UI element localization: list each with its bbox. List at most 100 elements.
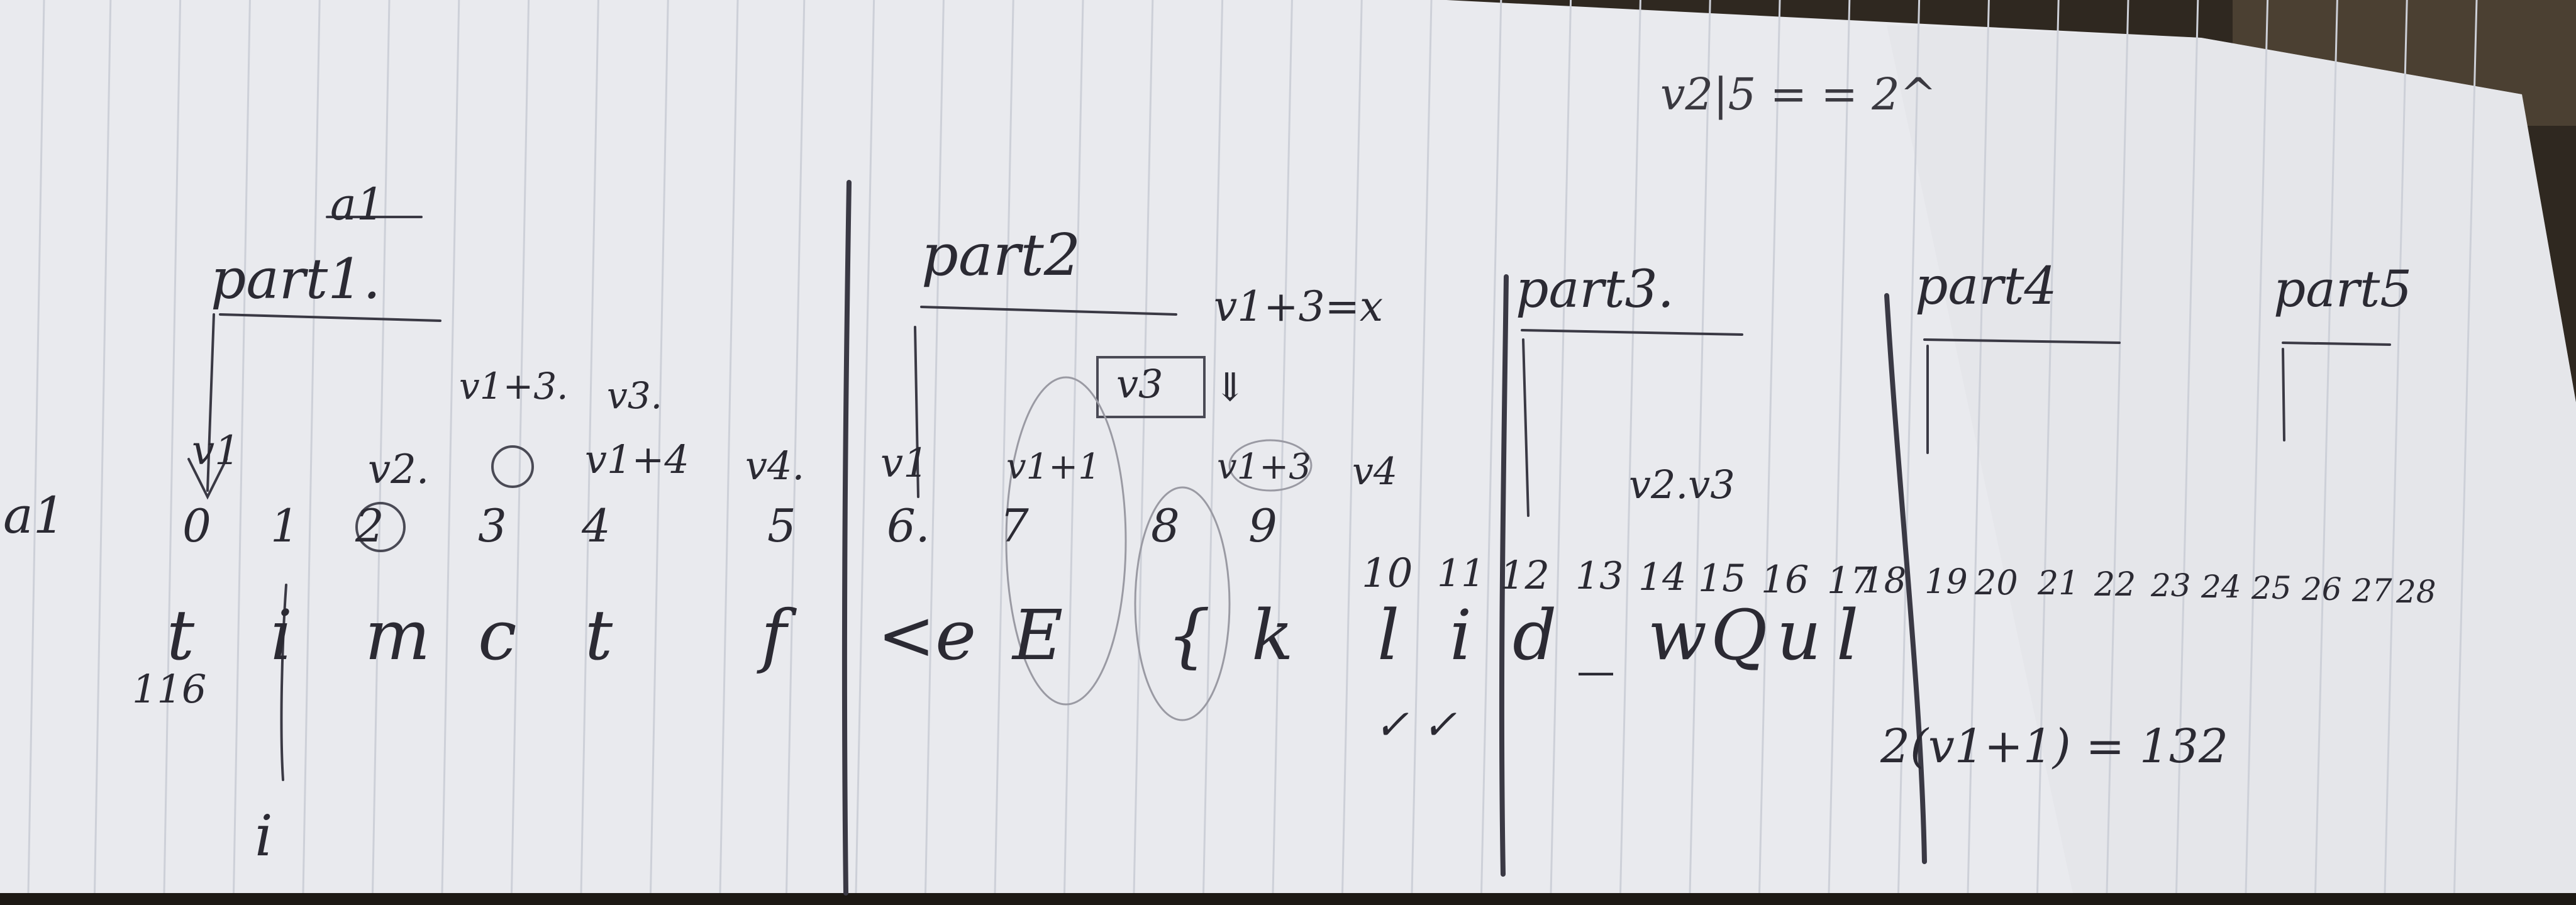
circle-2: [491, 445, 534, 488]
rule-line: [1550, 0, 1572, 894]
index-6: 6.: [887, 499, 930, 552]
note-v1p4: v1+4: [585, 436, 689, 482]
rule-line: [1967, 0, 1990, 894]
index-28: 28: [2396, 574, 2436, 610]
index-15: 15: [1698, 557, 1746, 601]
letter-3: c: [478, 595, 517, 675]
rule-line: [2106, 0, 2129, 894]
rule-line: [1411, 0, 1433, 894]
letter-4: t: [585, 595, 613, 675]
part2-title: part2: [921, 221, 1081, 289]
rule-line: [1897, 0, 1921, 894]
part5-underline: [2282, 341, 2391, 346]
divider-3-4: [1884, 293, 1927, 864]
index-12: 12: [1500, 552, 1550, 598]
rule-line: [163, 0, 182, 894]
note-v3-top: v3.: [607, 374, 663, 417]
rule-line: [1133, 0, 1154, 894]
label-under-i: i: [255, 803, 273, 869]
rule-line: [1689, 0, 1711, 894]
index-0: 0: [182, 499, 211, 552]
index-21: 21: [2038, 565, 2080, 602]
label-116: 116: [132, 666, 207, 712]
index-3: 3: [478, 499, 507, 552]
part4-title: part4: [1915, 257, 2057, 316]
index-18: 18: [1862, 560, 1907, 601]
rule-line: [1619, 0, 1641, 894]
rule-line: [994, 0, 1014, 894]
rule-line: [302, 0, 321, 894]
down-arrow-glyph: ⇓: [1214, 364, 1246, 410]
rule-line: [2314, 0, 2338, 894]
part5-title: part5: [2273, 260, 2412, 318]
note-v1-b: v1: [880, 440, 929, 487]
letter-5: f: [761, 595, 787, 675]
part2-underline: [920, 306, 1177, 316]
bottom-edge: [0, 893, 2576, 905]
note-v2: v2.: [368, 447, 430, 493]
note-v1p3-x: v1+3=x: [1214, 282, 1384, 331]
label-a1: a1: [3, 486, 65, 545]
circle-3-top: [355, 502, 406, 552]
rule-line: [1272, 0, 1293, 894]
struck-label: a1: [330, 179, 385, 230]
rule-line: [924, 0, 945, 894]
note-v1p1: v1+1: [1006, 447, 1101, 487]
note-v1p3-top: v1+3.: [459, 365, 569, 408]
rule-line: [372, 0, 391, 894]
part4-underline: [1923, 338, 2121, 344]
index-17: 17: [1827, 559, 1874, 602]
part1-arrow-shaft: [206, 313, 215, 492]
part3-bracket: [1522, 338, 1530, 517]
check-marks: ✓ ✓: [1374, 701, 1457, 749]
rule-line: [2175, 0, 2199, 894]
letter-12: d: [1513, 595, 1557, 675]
rule-line: [2453, 0, 2478, 894]
box-v3: [1096, 356, 1206, 418]
index-9: 9: [1248, 499, 1277, 552]
i-arrow-shaft: [280, 584, 287, 781]
rule-line: [1828, 0, 1851, 894]
part3-title: part3.: [1516, 260, 1674, 319]
note-v1-a: v1: [192, 428, 240, 474]
index-11: 11: [1437, 552, 1485, 596]
rule-line: [511, 0, 530, 894]
ellipse-v1p3: [1228, 439, 1313, 492]
letter-15: Q: [1711, 595, 1768, 675]
index-22: 22: [2094, 566, 2136, 604]
index-20: 20: [1975, 563, 2018, 602]
index-13: 13: [1575, 554, 1624, 598]
rule-line: [719, 0, 739, 894]
rule-line: [580, 0, 599, 894]
paper-shade: [1887, 25, 2576, 905]
part5-bracket: [2282, 348, 2285, 441]
index-4: 4: [582, 499, 611, 552]
index-19: 19: [1924, 562, 1968, 601]
letter-7: E: [1013, 595, 1063, 675]
rule-line: [2036, 0, 2060, 894]
index-23: 23: [2151, 567, 2191, 604]
rule-line: [27, 0, 45, 894]
top-formula: v2|5 = = 2^: [1660, 69, 1937, 120]
letter-10: l: [1377, 595, 1400, 675]
rule-line: [233, 0, 251, 894]
index-16: 16: [1761, 558, 1809, 602]
ellipse-8: [1134, 486, 1231, 721]
rule-line: [2245, 0, 2269, 894]
note-v2v3: v2.v3: [1629, 462, 1735, 508]
index-25: 25: [2251, 570, 2292, 606]
ruled-lines: [27, 0, 2478, 894]
rule-line: [855, 0, 875, 894]
part3-underline: [1521, 329, 1743, 336]
rule-line: [2384, 0, 2408, 894]
note-v4-b: v4: [1352, 450, 1398, 494]
letter-0: t: [167, 595, 195, 675]
rule-line: [441, 0, 460, 894]
index-27: 27: [2352, 572, 2392, 609]
rule-line: [1202, 0, 1224, 894]
letter-17: l: [1836, 595, 1859, 675]
rule-line: [786, 0, 806, 894]
letter-11: i: [1450, 595, 1472, 675]
letter-1: i: [270, 595, 293, 675]
